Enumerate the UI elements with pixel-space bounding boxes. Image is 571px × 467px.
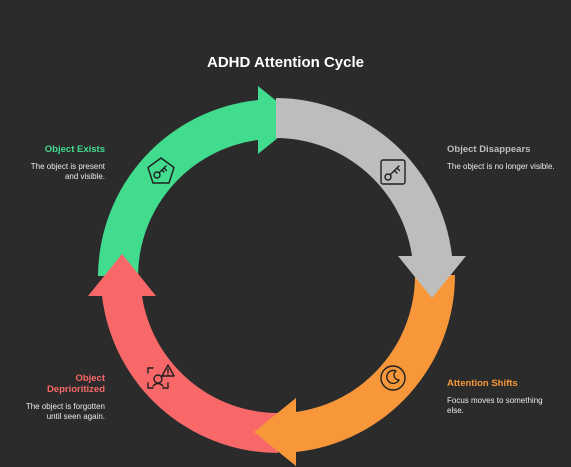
stage-title: Object Deprioritized	[46, 373, 105, 395]
stage-title: Attention Shifts	[447, 378, 518, 389]
stage-title: Object Disappears	[447, 144, 531, 155]
segment-object-deprioritized	[88, 254, 278, 453]
label-attention-shifts: Attention Shifts Focus moves to somethin…	[447, 378, 557, 416]
segment-object-disappears	[276, 98, 466, 298]
stage-description: The object is forgotten until seen again…	[25, 402, 105, 421]
segment-object-exists	[98, 86, 300, 276]
segment-attention-shifts	[254, 275, 455, 466]
stage-description: The object is present and visible.	[30, 162, 105, 181]
moon-icon	[380, 365, 406, 391]
square-key-icon	[380, 159, 406, 185]
label-object-deprioritized: Object Deprioritized The object is forgo…	[18, 373, 105, 422]
stage-description: Focus moves to something else.	[447, 396, 543, 415]
label-object-disappears: Object Disappears The object is no longe…	[447, 144, 557, 172]
diagram-title: ADHD Attention Cycle	[207, 54, 364, 71]
stage-title: Object Exists	[44, 144, 105, 155]
warning-scan-icon	[147, 364, 175, 389]
pentagon-key-icon	[147, 157, 175, 184]
stage-description: The object is no longer visible.	[447, 162, 555, 171]
label-object-exists: Object Exists The object is present and …	[20, 144, 105, 182]
